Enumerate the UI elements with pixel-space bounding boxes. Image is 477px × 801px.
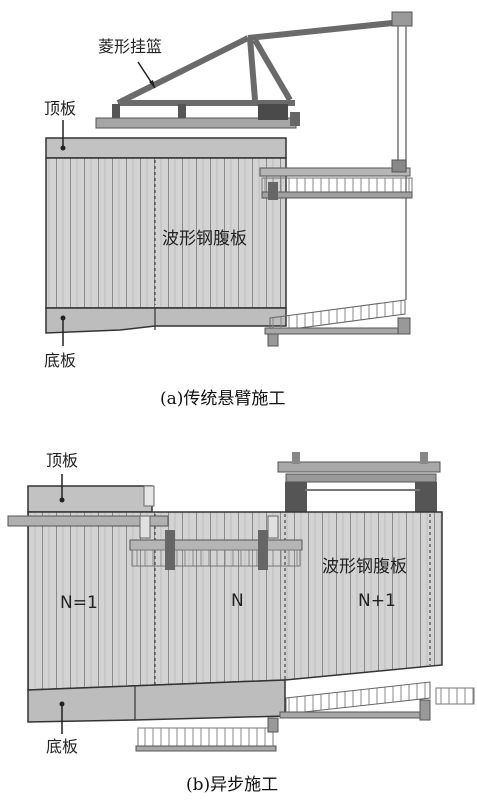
label-top-slab-a: 顶板 xyxy=(44,99,76,118)
label-segment-current: N xyxy=(231,591,244,611)
label-web-b: 波形钢腹板 xyxy=(322,557,407,577)
callout-top-slab-a: 顶板 xyxy=(44,99,76,151)
label-segment-next: N+1 xyxy=(358,591,396,611)
form-platform-b xyxy=(129,515,303,570)
caption-b: (b)异步施工 xyxy=(186,775,278,795)
callout-bottom-slab-b: 底板 xyxy=(46,701,78,756)
upper-platform xyxy=(259,159,413,200)
label-cradle: 菱形挂篮 xyxy=(98,37,162,56)
top-slab-b xyxy=(27,485,153,513)
callout-cradle: 菱形挂篮 xyxy=(98,37,162,89)
gantry-b xyxy=(277,452,441,512)
lower-platform-b xyxy=(135,681,475,752)
bottom-slab-b xyxy=(27,679,286,723)
label-web-a: 波形钢腹板 xyxy=(162,229,247,249)
callout-bottom-slab-a: 底板 xyxy=(44,315,76,370)
label-top-slab-b: 顶板 xyxy=(46,451,78,470)
caption-a: (a)传统悬臂施工 xyxy=(160,389,285,409)
callout-top-slab-b: 顶板 xyxy=(46,451,78,503)
lower-platform xyxy=(264,299,411,347)
bottom-slab xyxy=(45,307,287,334)
label-bottom-slab-b: 底板 xyxy=(46,737,78,756)
panel-b: 顶板 N=1 N N+1 波形钢腹板 底板 (b)异步施工 xyxy=(7,451,475,795)
corrugated-steel-web xyxy=(45,157,287,309)
cradle-truss xyxy=(116,19,403,106)
label-bottom-slab-a: 底板 xyxy=(44,351,76,370)
top-rail xyxy=(95,104,300,129)
panel-a: 菱形挂篮 顶板 波形钢腹板 底板 (a)传统悬臂施工 xyxy=(44,11,413,409)
label-segment-prev: N=1 xyxy=(60,593,98,613)
cradle-top-plate xyxy=(391,11,413,300)
top-slab xyxy=(45,137,287,159)
